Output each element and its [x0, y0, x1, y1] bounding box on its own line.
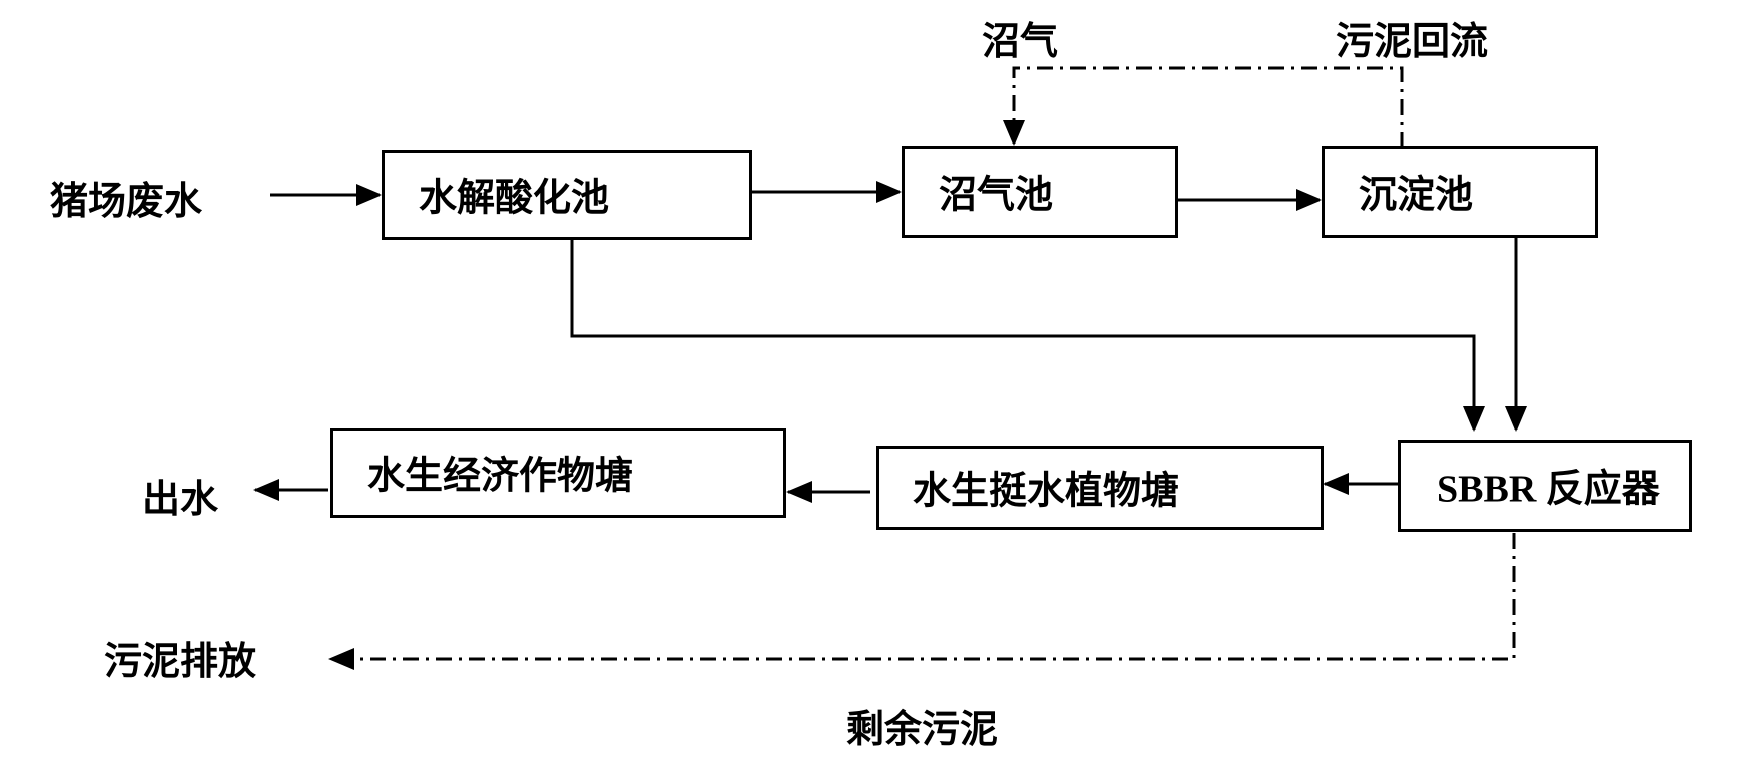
label-biogas: 沼气 — [982, 18, 1059, 63]
box-economic-crop-pond: 水生经济作物塘 — [330, 428, 786, 518]
input-label-pig-farm-wastewater: 猪场废水 — [50, 178, 203, 223]
box-label: 水生经济作物塘 — [367, 452, 634, 498]
box-hydrolysis-acidification-tank: 水解酸化池 — [382, 150, 752, 240]
output-label-sludge-discharge: 污泥排放 — [104, 638, 257, 683]
sludge-return-line — [1003, 66, 1404, 148]
box-label: 水解酸化池 — [419, 174, 610, 220]
box-label: 沉淀池 — [1359, 171, 1474, 217]
excess-sludge-line — [328, 533, 1516, 670]
label-excess-sludge: 剩余污泥 — [846, 706, 999, 751]
output-label-effluent: 出水 — [142, 476, 219, 521]
box-label: SBBR 反应器 — [1437, 468, 1660, 511]
box-sedimentation-tank: 沉淀池 — [1322, 146, 1598, 238]
box-label: 水生挺水植物塘 — [913, 467, 1180, 513]
box-sbbr-reactor: SBBR 反应器 — [1398, 440, 1692, 532]
arrow-hydrolysis-bypass-to-sbbr — [570, 238, 1485, 432]
box-emergent-plant-pond: 水生挺水植物塘 — [876, 446, 1324, 530]
box-biogas-digester: 沼气池 — [902, 146, 1178, 238]
box-label: 沼气池 — [939, 171, 1054, 217]
label-sludge-return: 污泥回流 — [1336, 18, 1489, 63]
